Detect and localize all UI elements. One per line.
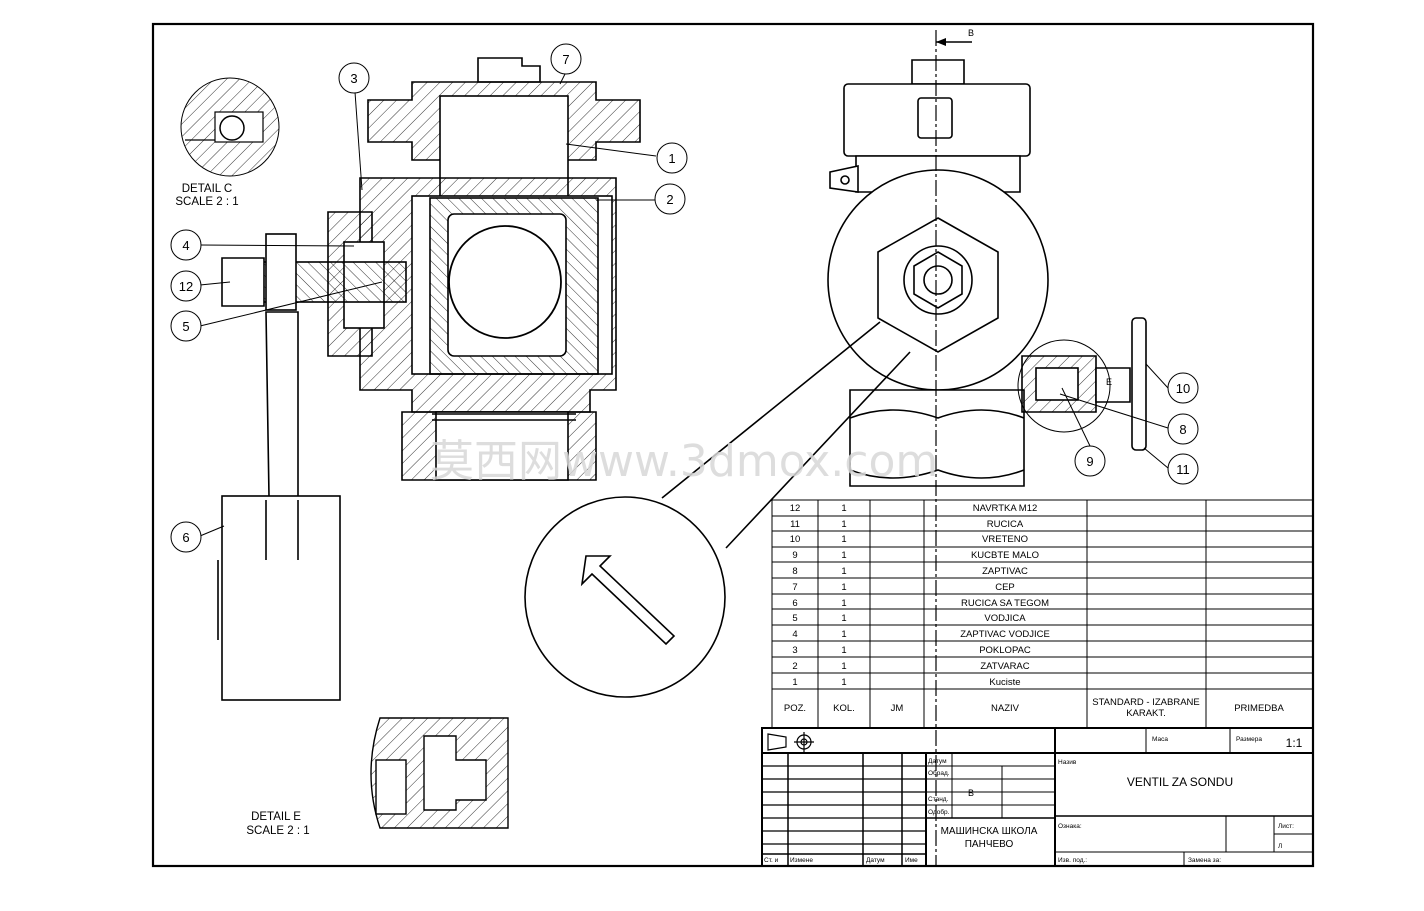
school-name-line2: ПАНЧЕВО bbox=[965, 839, 1014, 850]
callout-5: 5 bbox=[182, 319, 189, 334]
bom-poz: 11 bbox=[790, 519, 800, 530]
izmene-label: Измене bbox=[790, 857, 813, 864]
naziv-label: Назив bbox=[1058, 759, 1077, 766]
razmera-label: Размера bbox=[1236, 736, 1262, 743]
bom-poz: 3 bbox=[792, 645, 797, 656]
drawing-title: VENTIL ZA SONDU bbox=[1127, 775, 1233, 789]
callout-12: 12 bbox=[179, 279, 193, 294]
bom-naziv: NAVRTKA M12 bbox=[973, 503, 1038, 514]
detail-c-view: DETAIL C SCALE 2 : 1 bbox=[175, 77, 280, 208]
bom-poz: 7 bbox=[792, 582, 797, 593]
bom-kol: 1 bbox=[841, 629, 846, 640]
scale-value: 1:1 bbox=[1286, 736, 1303, 750]
bom-poz: 9 bbox=[792, 550, 797, 561]
bom-header-naziv: NAZIV bbox=[991, 703, 1020, 714]
obrad-label: Обрад. bbox=[928, 769, 950, 777]
bom-kol: 1 bbox=[841, 566, 846, 577]
ime-label: Име bbox=[905, 857, 918, 864]
list-label: Лист: bbox=[1278, 823, 1294, 830]
bom-naziv: VRETENO bbox=[982, 534, 1028, 545]
callout-7: 7 bbox=[562, 52, 569, 67]
bom-naziv: KUCBTE MALO bbox=[971, 550, 1039, 561]
izv-label: Изв. под.: bbox=[1058, 857, 1087, 864]
bom-kol: 1 bbox=[841, 534, 846, 545]
detail-e-title: DETAIL E bbox=[251, 811, 301, 823]
bom-poz: 4 bbox=[792, 629, 797, 640]
bom-kol: 1 bbox=[841, 582, 846, 593]
callout-3: 3 bbox=[350, 71, 357, 86]
bom-kol: 1 bbox=[841, 645, 846, 656]
bom-naziv: ZAPTIVAC VODJICE bbox=[960, 629, 1050, 640]
school-name-line1: МАШИНСКА ШКОЛА bbox=[941, 826, 1038, 837]
bom-naziv: CEP bbox=[995, 582, 1015, 593]
callout-2: 2 bbox=[666, 192, 673, 207]
bom-poz: 1 bbox=[792, 677, 797, 688]
title-block: Маса Размера 1:1 Датум Обрад. Станд. Одо… bbox=[761, 727, 1314, 867]
watermark: 莫西网www.3dmox.com bbox=[430, 436, 938, 487]
bom-poz: 12 bbox=[790, 503, 801, 514]
bom-naziv: POKLOPAC bbox=[979, 645, 1031, 656]
callout-8: 8 bbox=[1179, 422, 1186, 437]
bom-kol: 1 bbox=[841, 598, 846, 609]
zamena-label: Замена за: bbox=[1188, 857, 1221, 864]
callout-10: 10 bbox=[1176, 381, 1190, 396]
stand-label: Станд. bbox=[928, 796, 949, 803]
masa-label: Маса bbox=[1152, 736, 1168, 743]
bom-poz: 2 bbox=[792, 661, 797, 672]
sheet-border bbox=[151, 22, 1315, 868]
datum2-label: Датум bbox=[866, 857, 885, 864]
callout-6: 6 bbox=[182, 530, 189, 545]
callout-labels: 1 2 3 4 5 6 7 8 9 10 11 12 bbox=[179, 52, 1190, 545]
detail-e-scale: SCALE 2 : 1 bbox=[246, 825, 309, 837]
bom-poz: 8 bbox=[792, 566, 797, 577]
bom-header-kol: KOL. bbox=[833, 703, 855, 714]
bom-kol: 1 bbox=[841, 677, 846, 688]
st-izm-label: Ст. и bbox=[764, 857, 779, 864]
callout-9: 9 bbox=[1086, 454, 1093, 469]
bom-naziv: VODJICA bbox=[984, 613, 1026, 624]
bom-naziv: RUCICA SA TEGOM bbox=[961, 598, 1049, 609]
section-marker-top: B bbox=[968, 28, 974, 38]
front-view bbox=[524, 59, 1147, 698]
center-line: B B E bbox=[935, 28, 1112, 866]
bom-kol: 1 bbox=[841, 519, 846, 530]
bom-header-jm: JM bbox=[891, 703, 904, 714]
projection-symbol-icon bbox=[767, 732, 814, 752]
callout-1: 1 bbox=[668, 151, 675, 166]
bom-header-standard-2: KARAKT. bbox=[1126, 708, 1166, 719]
oznaka-label: Ознака: bbox=[1058, 823, 1082, 830]
view-marker-e: E bbox=[1106, 377, 1112, 387]
bom-naziv: Kuciste bbox=[989, 677, 1020, 688]
bom-poz: 10 bbox=[790, 534, 801, 545]
bom-poz: 6 bbox=[792, 598, 797, 609]
bom-table: 12 1 NAVRTKA M12 11 1 RUCICA 10 1 VRETEN… bbox=[771, 499, 1314, 729]
detail-e-view: DETAIL E SCALE 2 : 1 bbox=[246, 717, 509, 837]
section-marker-bottom: B bbox=[968, 788, 974, 798]
detail-c-title: DETAIL C bbox=[182, 183, 232, 195]
bom-naziv: RUCICA bbox=[987, 519, 1024, 530]
section-view bbox=[217, 57, 641, 701]
odobr-label: Одобр. bbox=[928, 808, 950, 816]
bom-kol: 1 bbox=[841, 550, 846, 561]
bom-header-standard: STANDARD - IZABRANE bbox=[1092, 697, 1200, 708]
datum-label: Датум bbox=[928, 758, 947, 765]
bom-naziv: ZATVARAC bbox=[980, 661, 1029, 672]
bom-kol: 1 bbox=[841, 661, 846, 672]
callout-4: 4 bbox=[182, 238, 189, 253]
detail-c-scale: SCALE 2 : 1 bbox=[175, 196, 238, 208]
callouts bbox=[170, 43, 1199, 553]
bom-kol: 1 bbox=[841, 613, 846, 624]
bom-naziv: ZAPTIVAC bbox=[982, 566, 1028, 577]
bom-header-poz: POZ. bbox=[784, 703, 806, 714]
bom-kol: 1 bbox=[841, 503, 846, 514]
listova-label: Л bbox=[1278, 843, 1282, 850]
bom-poz: 5 bbox=[792, 613, 797, 624]
bom-header-primedba: PRIMEDBA bbox=[1234, 703, 1284, 714]
callout-11: 11 bbox=[1176, 462, 1190, 477]
